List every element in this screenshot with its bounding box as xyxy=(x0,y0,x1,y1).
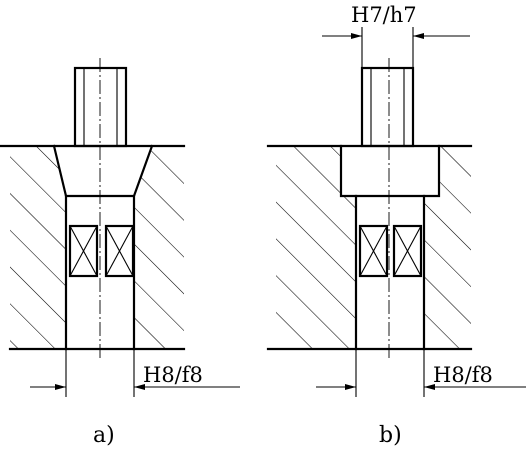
housing-right-b xyxy=(424,146,471,349)
caption-b: b) xyxy=(379,423,402,448)
fit-label-b-top: H7/h7 xyxy=(351,3,417,27)
threaded-stud-b xyxy=(360,66,415,148)
housing-left-a xyxy=(10,146,66,349)
bearing-right-b xyxy=(392,224,423,278)
bearing-left-a xyxy=(68,224,99,278)
bore-walls-b xyxy=(354,194,426,351)
fit-label-b-bottom: H8/f8 xyxy=(433,363,493,387)
bearing-left-b xyxy=(358,224,389,278)
caption-a: a) xyxy=(93,423,115,448)
bearing-right-a xyxy=(104,224,135,278)
housing-right-a xyxy=(134,146,184,349)
fit-label-a-bottom: H8/f8 xyxy=(143,363,203,387)
figure-b: H7/h7 H8/f8 b) xyxy=(266,3,526,448)
housing-left-b xyxy=(276,146,356,349)
figure-a: H8/f8 a) xyxy=(0,58,240,448)
counterbore-b xyxy=(339,144,441,198)
threaded-stud-a xyxy=(73,66,128,148)
cone-counterbore-a xyxy=(52,144,154,198)
